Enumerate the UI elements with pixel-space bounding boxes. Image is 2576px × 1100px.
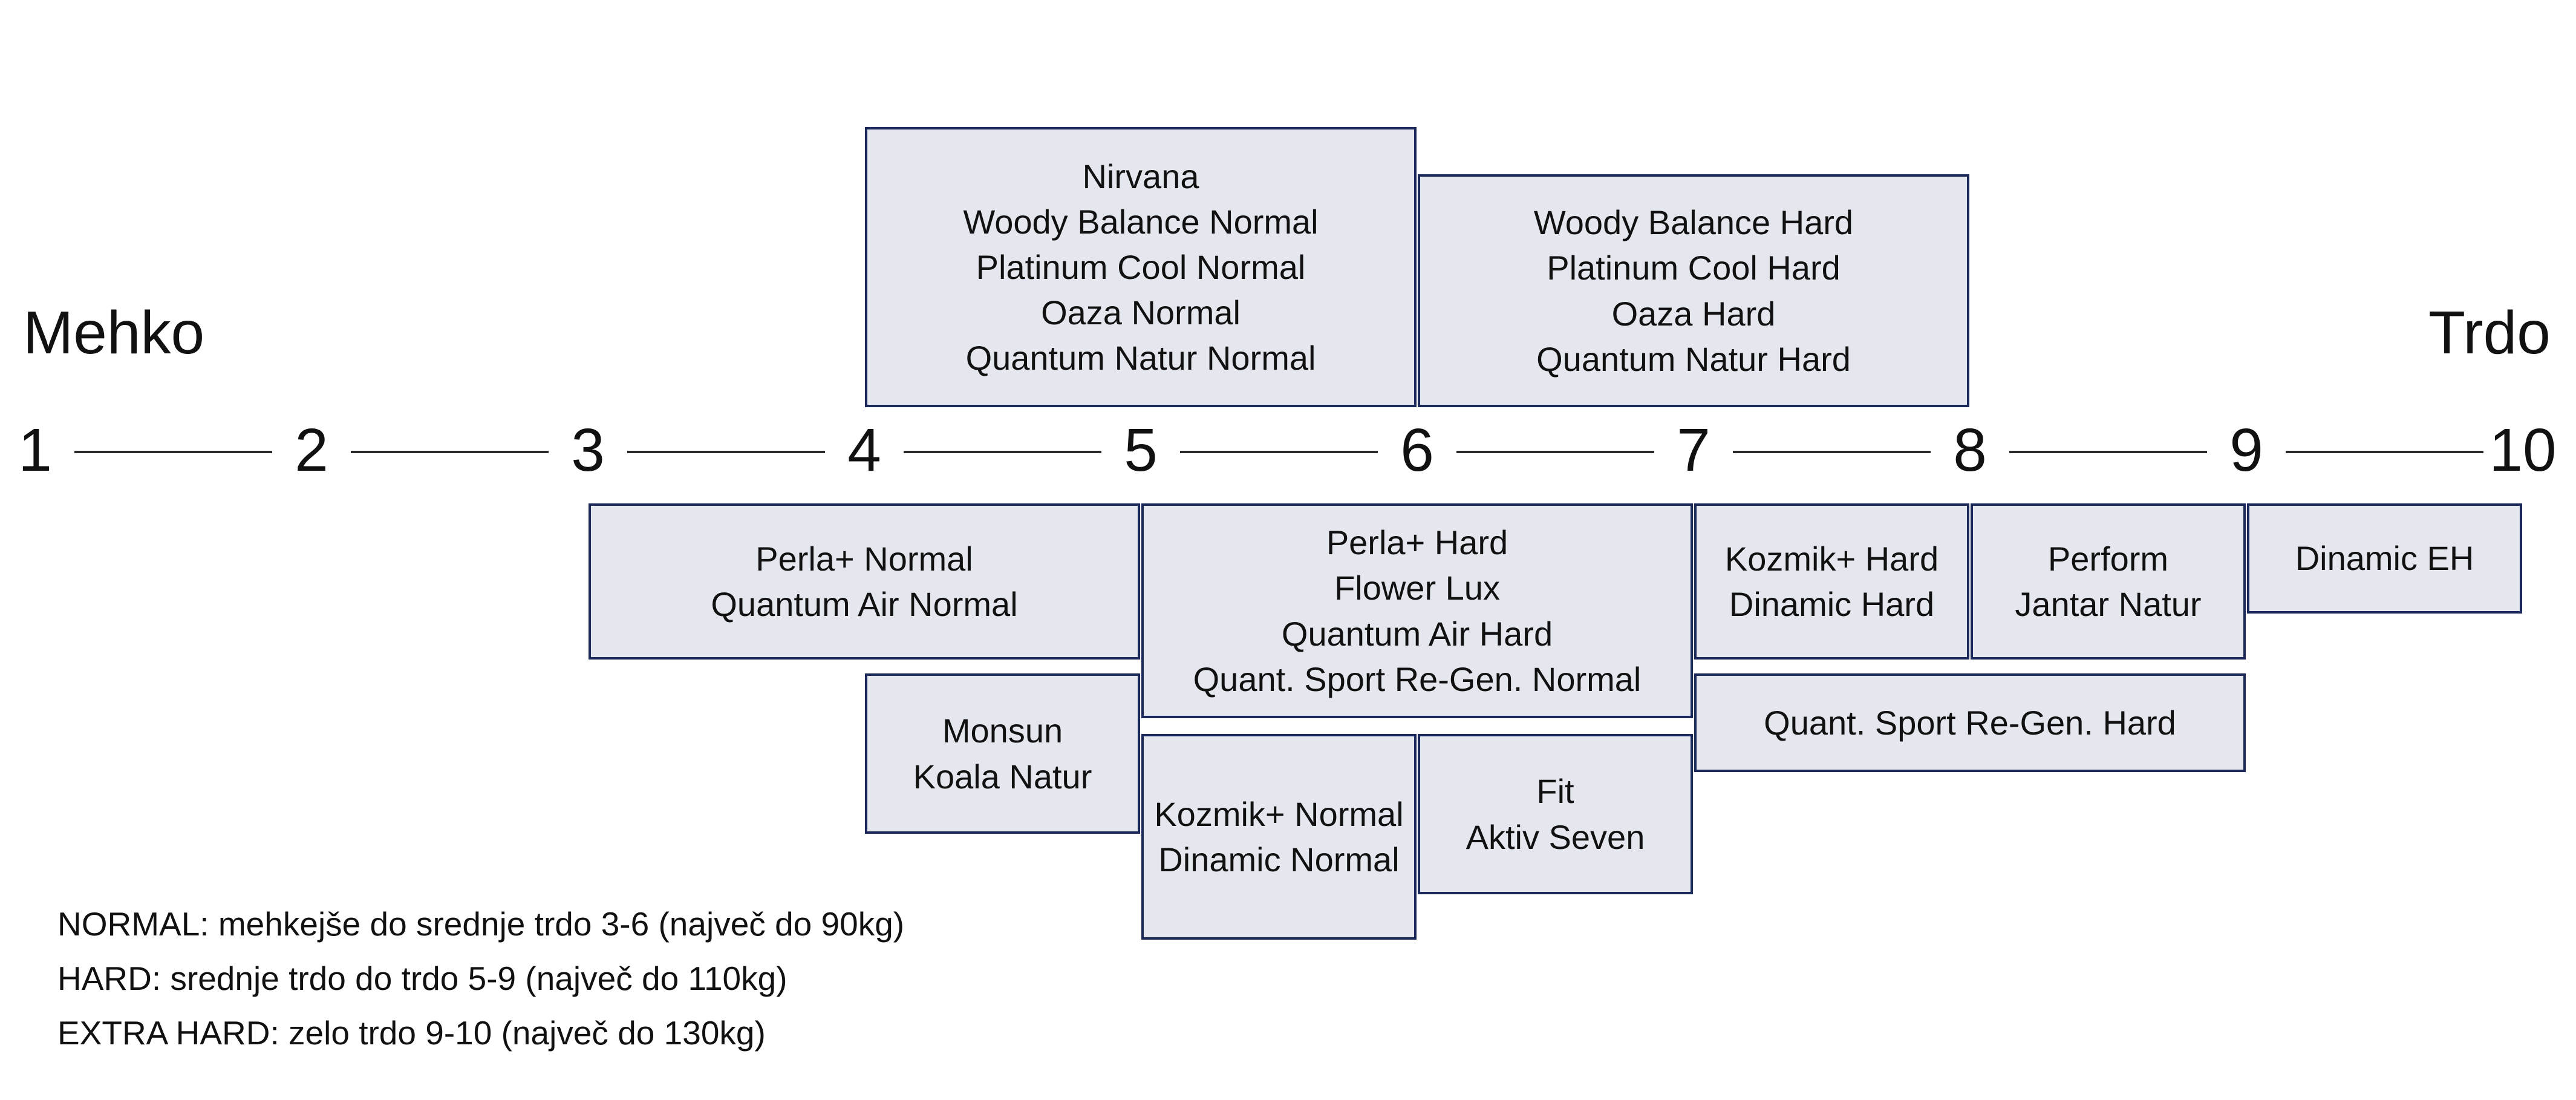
model-name: Jantar Natur [2015, 585, 2202, 623]
scale-tick-8: 8 [1953, 416, 1987, 484]
model-name: Quant. Sport Re-Gen. Hard [1764, 703, 2176, 742]
model-name: Nirvana [1082, 157, 1199, 195]
model-name: Perla+ Normal [755, 539, 973, 578]
scale-tick-5: 5 [1124, 416, 1158, 484]
model-name: Quantum Natur Normal [965, 339, 1316, 378]
model-name: Dinamic EH [2295, 539, 2474, 578]
model-name: Kozmik+ Hard [1724, 539, 1939, 578]
scale-segment [2009, 451, 2207, 453]
model-name: Platinum Cool Normal [976, 247, 1306, 286]
model-name: Monsun [942, 712, 1063, 750]
scale-tick-10: 10 [2489, 416, 2557, 484]
scale-segment [627, 451, 825, 453]
model-name: Dinamic Hard [1729, 585, 1935, 623]
scale-segment [351, 451, 549, 453]
model-name: Fit [1536, 772, 1574, 811]
scale-tick-9: 9 [2229, 416, 2263, 484]
scale-tick-2: 2 [295, 416, 328, 484]
legend-hard: HARD: srednje trdo do trdo 5-9 (največ d… [57, 960, 787, 997]
model-name: Woody Balance Normal [963, 202, 1319, 241]
model-name: Perform [2047, 539, 2169, 578]
legend-normal: NORMAL: mehkejše do srednje trdo 3-6 (na… [57, 905, 905, 943]
mattress-group-box: Dinamic EH [2247, 503, 2522, 614]
model-name: Quantum Natur Hard [1536, 339, 1851, 378]
scale-tick-7: 7 [1677, 416, 1710, 484]
model-name: Flower Lux [1334, 569, 1500, 607]
model-name: Quantum Air Normal [711, 585, 1018, 623]
model-name: Dinamic Normal [1158, 840, 1400, 879]
scale-tick-4: 4 [847, 416, 881, 484]
model-name: Platinum Cool Hard [1547, 249, 1841, 287]
model-name: Quantum Air Hard [1281, 614, 1553, 653]
scale-segment [904, 451, 1101, 453]
model-name: Koala Natur [913, 757, 1092, 796]
scale-tick-3: 3 [571, 416, 605, 484]
model-name: Aktiv Seven [1466, 817, 1645, 856]
model-name: Quant. Sport Re-Gen. Normal [1193, 660, 1642, 698]
model-name: Kozmik+ Normal [1154, 794, 1404, 833]
label-hard: Trdo [2428, 299, 2551, 367]
scale-segment [2286, 451, 2483, 453]
mattress-group-box: Quant. Sport Re-Gen. Hard [1694, 673, 2246, 772]
scale-segment [1180, 451, 1378, 453]
scale-tick-6: 6 [1400, 416, 1434, 484]
scale-segment [1456, 451, 1654, 453]
scale-segment [1733, 451, 1931, 453]
model-name: Oaza Hard [1611, 294, 1776, 333]
model-name: Woody Balance Hard [1533, 203, 1854, 242]
label-soft: Mehko [23, 299, 205, 367]
scale-segment [74, 451, 272, 453]
model-name: Oaza Normal [1041, 293, 1241, 332]
model-name: Perla+ Hard [1326, 523, 1508, 562]
legend-extra-hard: EXTRA HARD: zelo trdo 9-10 (največ do 13… [57, 1014, 766, 1052]
scale-tick-1: 1 [18, 416, 52, 484]
